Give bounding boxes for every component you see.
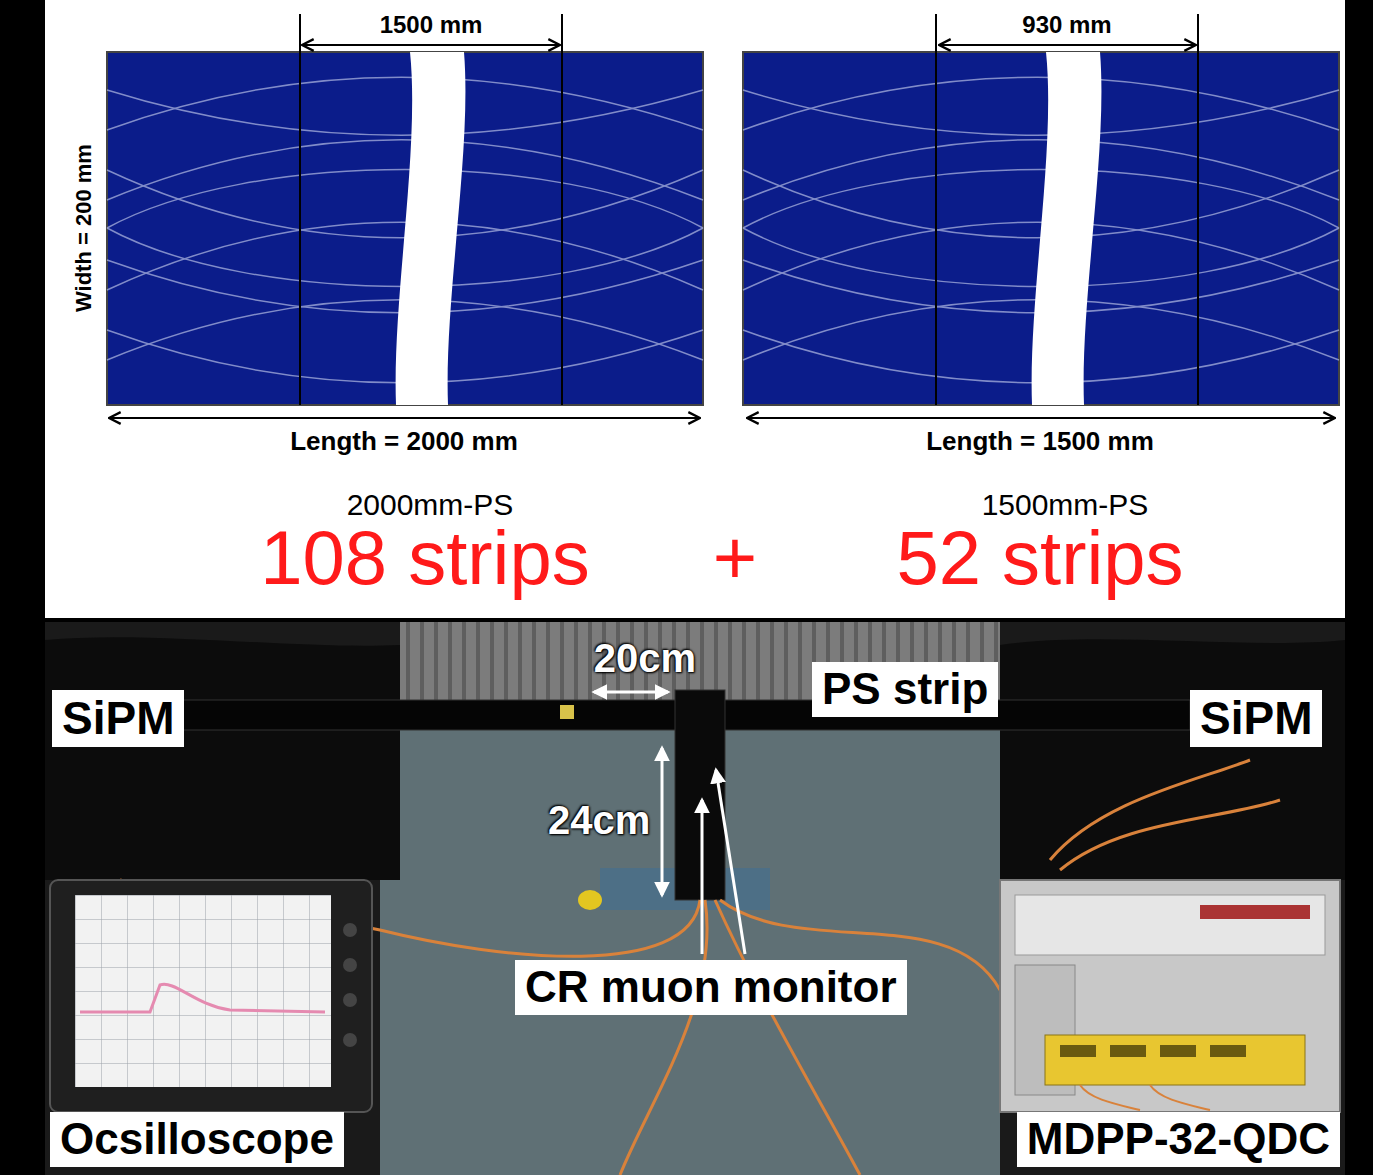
label-text: MDPP-32-QDC (1027, 1114, 1330, 1165)
dimension-label: 1500 mm (380, 12, 483, 38)
label-text: SiPM (62, 692, 174, 745)
label-text: Ocsilloscope (60, 1114, 334, 1165)
label-text: PS strip (822, 664, 988, 715)
strip-count: 52 strips (896, 520, 1183, 596)
distance-label: 24cm (548, 798, 650, 842)
monitor-label: CR muon monitor (515, 960, 907, 1015)
lab-photo (45, 622, 1345, 1175)
dimension-label: Length = 1500 mm (926, 427, 1154, 456)
scintillator-2000 (107, 14, 703, 405)
distance-label: 20cm (594, 636, 696, 680)
plus-sign: + (713, 520, 757, 596)
part-name: 2000mm-PS (347, 488, 514, 521)
sipm-label: SiPM (1190, 690, 1322, 747)
scintillator-1500 (743, 14, 1339, 405)
dimension-label: 930 mm (1022, 12, 1111, 38)
sipm-label: SiPM (52, 690, 184, 747)
oscilloscope-label: Ocsilloscope (50, 1112, 344, 1167)
qdc-label: MDPP-32-QDC (1017, 1112, 1340, 1167)
dimension-lines (109, 45, 1335, 418)
dimension-label: Width = 200 mm (72, 144, 96, 312)
label-text: CR muon monitor (525, 962, 897, 1013)
dimension-label: Length = 2000 mm (290, 427, 518, 456)
strip-label: PS strip (812, 662, 998, 717)
part-name: 1500mm-PS (982, 488, 1149, 521)
strip-count: 108 strips (260, 520, 590, 596)
label-text: SiPM (1200, 692, 1312, 745)
drawing-panel (45, 0, 1345, 618)
